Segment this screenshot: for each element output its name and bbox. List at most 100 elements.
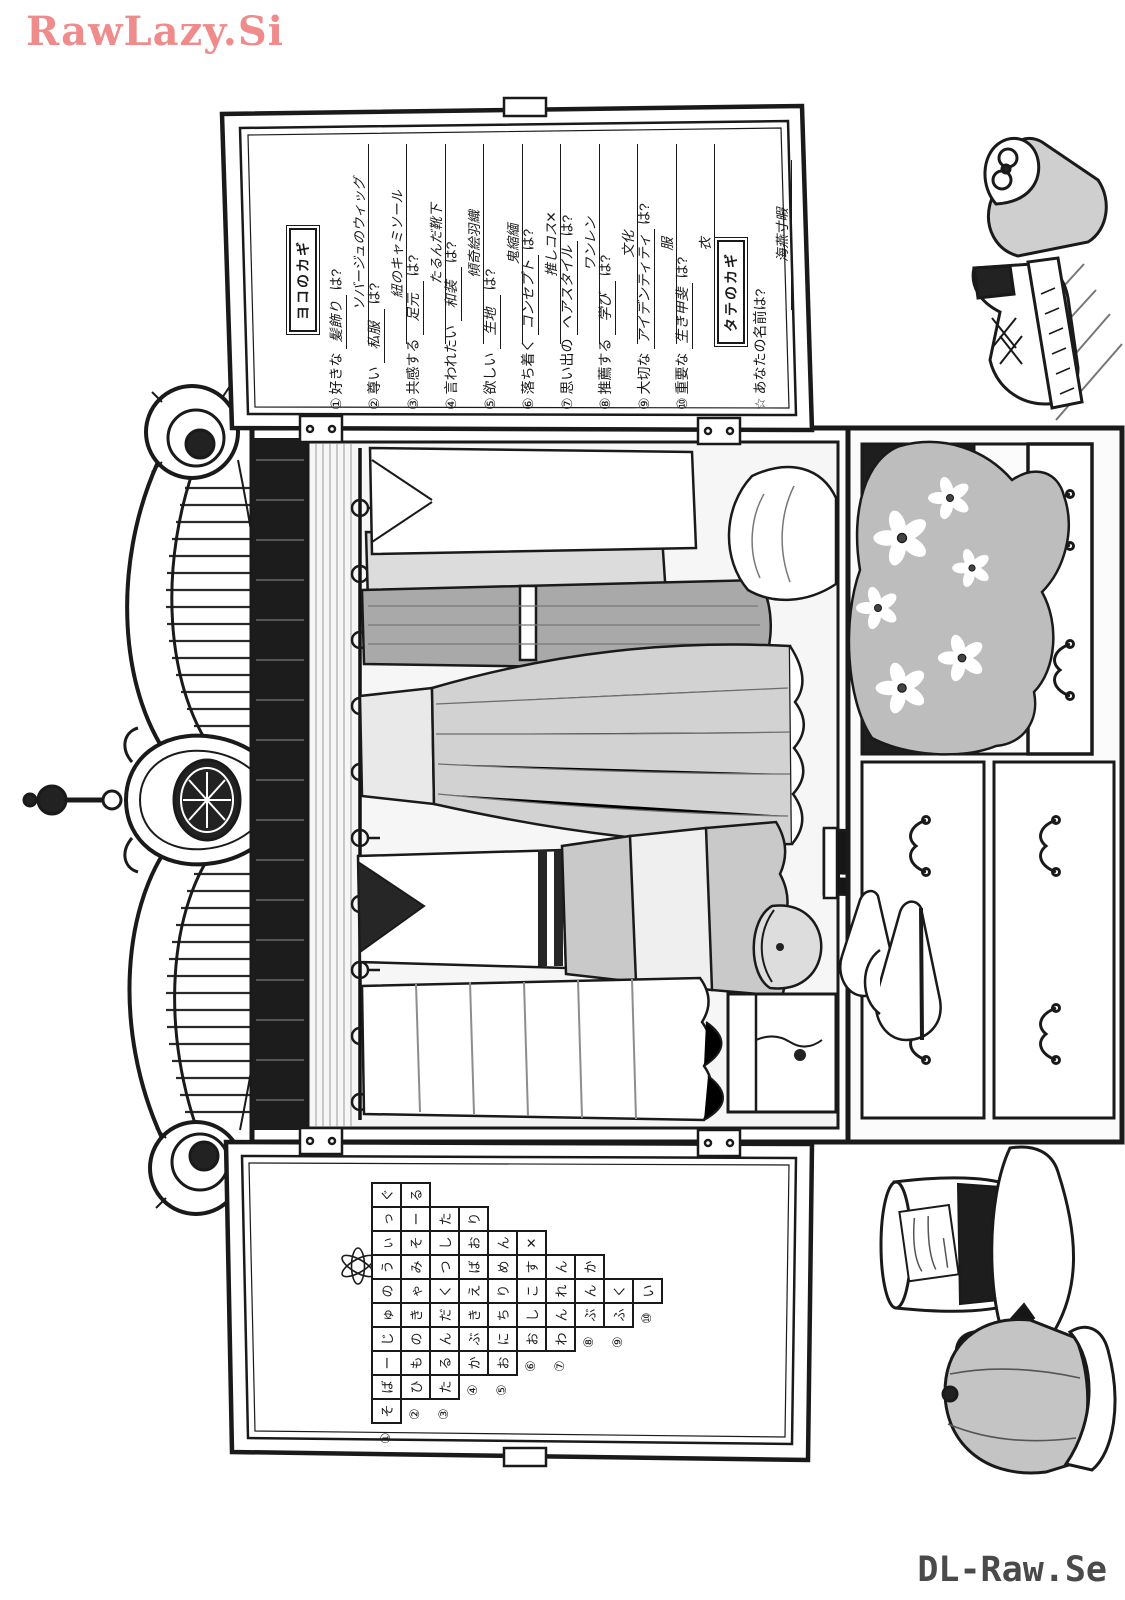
clue-number: ⑧ bbox=[597, 397, 613, 410]
grid-row-number: ⑦ bbox=[552, 1360, 567, 1372]
clue-lead: 落ち着く bbox=[520, 338, 536, 395]
clue-number: ③ bbox=[405, 397, 421, 410]
grid-cell: ー bbox=[371, 1350, 402, 1376]
grid-cell: み bbox=[400, 1254, 431, 1280]
pouch bbox=[752, 904, 823, 990]
clue-noun: 髪飾り bbox=[326, 294, 347, 349]
clue-number: ⑦ bbox=[559, 397, 575, 410]
clue-suffix: は? bbox=[366, 282, 382, 305]
clue-noun: コンセプト bbox=[518, 254, 539, 335]
grid-cell: ✕ bbox=[516, 1230, 547, 1256]
trunk-floor-items bbox=[726, 465, 838, 1114]
clue-row: ⑤欲しい 生地 は? 鬼縮緬 bbox=[480, 132, 523, 410]
cap bbox=[941, 1318, 1117, 1475]
grid-cell: ぃ bbox=[371, 1230, 402, 1256]
down-clue-answer: 海燕寸暇 bbox=[771, 160, 792, 310]
grid-cell: ち bbox=[487, 1302, 518, 1328]
grid-cell: だ bbox=[429, 1302, 460, 1328]
down-header: タテのカギ bbox=[716, 227, 746, 357]
grid-cell: ば bbox=[458, 1254, 489, 1280]
clue-lead: 好きな bbox=[328, 352, 344, 395]
grid-cell: ん bbox=[545, 1302, 576, 1328]
grid-row-number: ⑨ bbox=[610, 1336, 625, 1348]
grid-cell: う bbox=[371, 1254, 402, 1280]
grid-cell: に bbox=[487, 1326, 518, 1352]
hinges bbox=[298, 414, 742, 446]
grid-cell: す bbox=[516, 1254, 547, 1280]
clue-noun: 生地 bbox=[480, 294, 501, 349]
grid-cell: ゃ bbox=[400, 1278, 431, 1304]
grid-cell: り bbox=[458, 1206, 489, 1232]
grid-cell: じ bbox=[371, 1326, 402, 1352]
clue-lead: 欲しい bbox=[482, 352, 498, 395]
latch bbox=[502, 96, 548, 118]
clue-number: ① bbox=[328, 397, 344, 410]
clue-suffix: は? bbox=[597, 254, 613, 277]
clue-row: ⑧推薦する 学び は? 文化 bbox=[595, 132, 638, 410]
grid-cell: く bbox=[603, 1278, 634, 1304]
grid-cell: か bbox=[574, 1254, 605, 1280]
clue-row: ⑨大切な アイデンティティ は? 服 bbox=[634, 132, 677, 410]
clue-row: ⑥落ち着く コンセプト は? 推しコス✕ bbox=[518, 132, 561, 410]
grid-cell: る bbox=[429, 1350, 460, 1376]
clog-shoes bbox=[839, 889, 942, 1042]
grid-cell: お bbox=[487, 1350, 518, 1376]
grid-cell: わ bbox=[545, 1326, 576, 1352]
grid-cell: り bbox=[487, 1278, 518, 1304]
chain bbox=[755, 1035, 823, 1048]
grid-cell: ば bbox=[371, 1374, 402, 1400]
watermark-rawlazy: RawLazy.Si bbox=[26, 8, 284, 55]
grid-row-number: ⑧ bbox=[581, 1336, 596, 1348]
clue-row: ④言われたい 和装 は? 傾奇絵羽織 bbox=[441, 132, 484, 410]
grid-cell: つ bbox=[429, 1254, 460, 1280]
clue-lead: 大切な bbox=[636, 352, 652, 395]
hinges bbox=[298, 1126, 742, 1158]
clue-suffix: は? bbox=[559, 214, 575, 237]
clue-suffix: は? bbox=[520, 228, 536, 251]
clue-lead: 尊い bbox=[366, 366, 382, 395]
grid-cell: く bbox=[429, 1278, 460, 1304]
grid-cell: ゅ bbox=[371, 1302, 402, 1328]
clue-answer: 衣 bbox=[694, 144, 715, 344]
clue-row: ①好きな 髪飾り は? ソバージュのウィッグ bbox=[326, 132, 369, 410]
bow-sandal bbox=[983, 137, 1041, 206]
grid-cell: そ bbox=[371, 1398, 402, 1424]
grid-cell: か bbox=[458, 1350, 489, 1376]
grid-cell: ん bbox=[487, 1230, 518, 1256]
clue-noun: ヘアスタイル bbox=[557, 240, 578, 335]
grid-cell: い bbox=[632, 1278, 663, 1304]
drawer-section bbox=[839, 263, 1125, 1145]
grid-cell: の bbox=[400, 1326, 431, 1352]
clue-row: ⑦思い出の ヘアスタイル は? ワンレン bbox=[557, 132, 600, 410]
clue-noun: 私服 bbox=[364, 308, 385, 363]
grid-row-number: ② bbox=[407, 1408, 422, 1420]
down-clue-star: ☆ bbox=[752, 397, 768, 410]
grid-cell: の bbox=[371, 1278, 402, 1304]
down-clue-question: あなたの名前は? bbox=[752, 288, 768, 395]
clue-row: ⑩重要な 生き甲斐 は? 衣 bbox=[672, 132, 715, 410]
across-header: ヨコのカギ bbox=[288, 215, 318, 345]
down-clue-row: ☆ あなたの名前は? 海燕寸暇 bbox=[750, 132, 792, 410]
clue-lead: 推薦する bbox=[597, 338, 613, 395]
boater-hat bbox=[879, 1145, 1076, 1351]
clue-suffix: は? bbox=[636, 203, 652, 226]
clue-number: ⑥ bbox=[520, 397, 536, 410]
clue-suffix: は? bbox=[674, 256, 690, 279]
clue-suffix: は? bbox=[482, 268, 498, 291]
grid-cell: ひ bbox=[400, 1374, 431, 1400]
clue-number: ④ bbox=[443, 397, 459, 410]
latch bbox=[502, 1446, 548, 1468]
grid-row-number: ④ bbox=[465, 1384, 480, 1396]
grid-cell: る bbox=[400, 1182, 431, 1208]
clue-number: ⑨ bbox=[636, 397, 652, 410]
clue-number: ⑩ bbox=[674, 397, 690, 410]
grid-cell: め bbox=[487, 1254, 518, 1280]
keyhole-icon bbox=[794, 1049, 806, 1061]
clue-number: ⑤ bbox=[482, 397, 498, 410]
grid-cell: た bbox=[429, 1206, 460, 1232]
clue-noun: アイデンティティ bbox=[634, 228, 655, 349]
grid-cell: れ bbox=[545, 1278, 576, 1304]
grid-cell: ふ bbox=[603, 1302, 634, 1328]
grid-cell: ん bbox=[429, 1326, 460, 1352]
